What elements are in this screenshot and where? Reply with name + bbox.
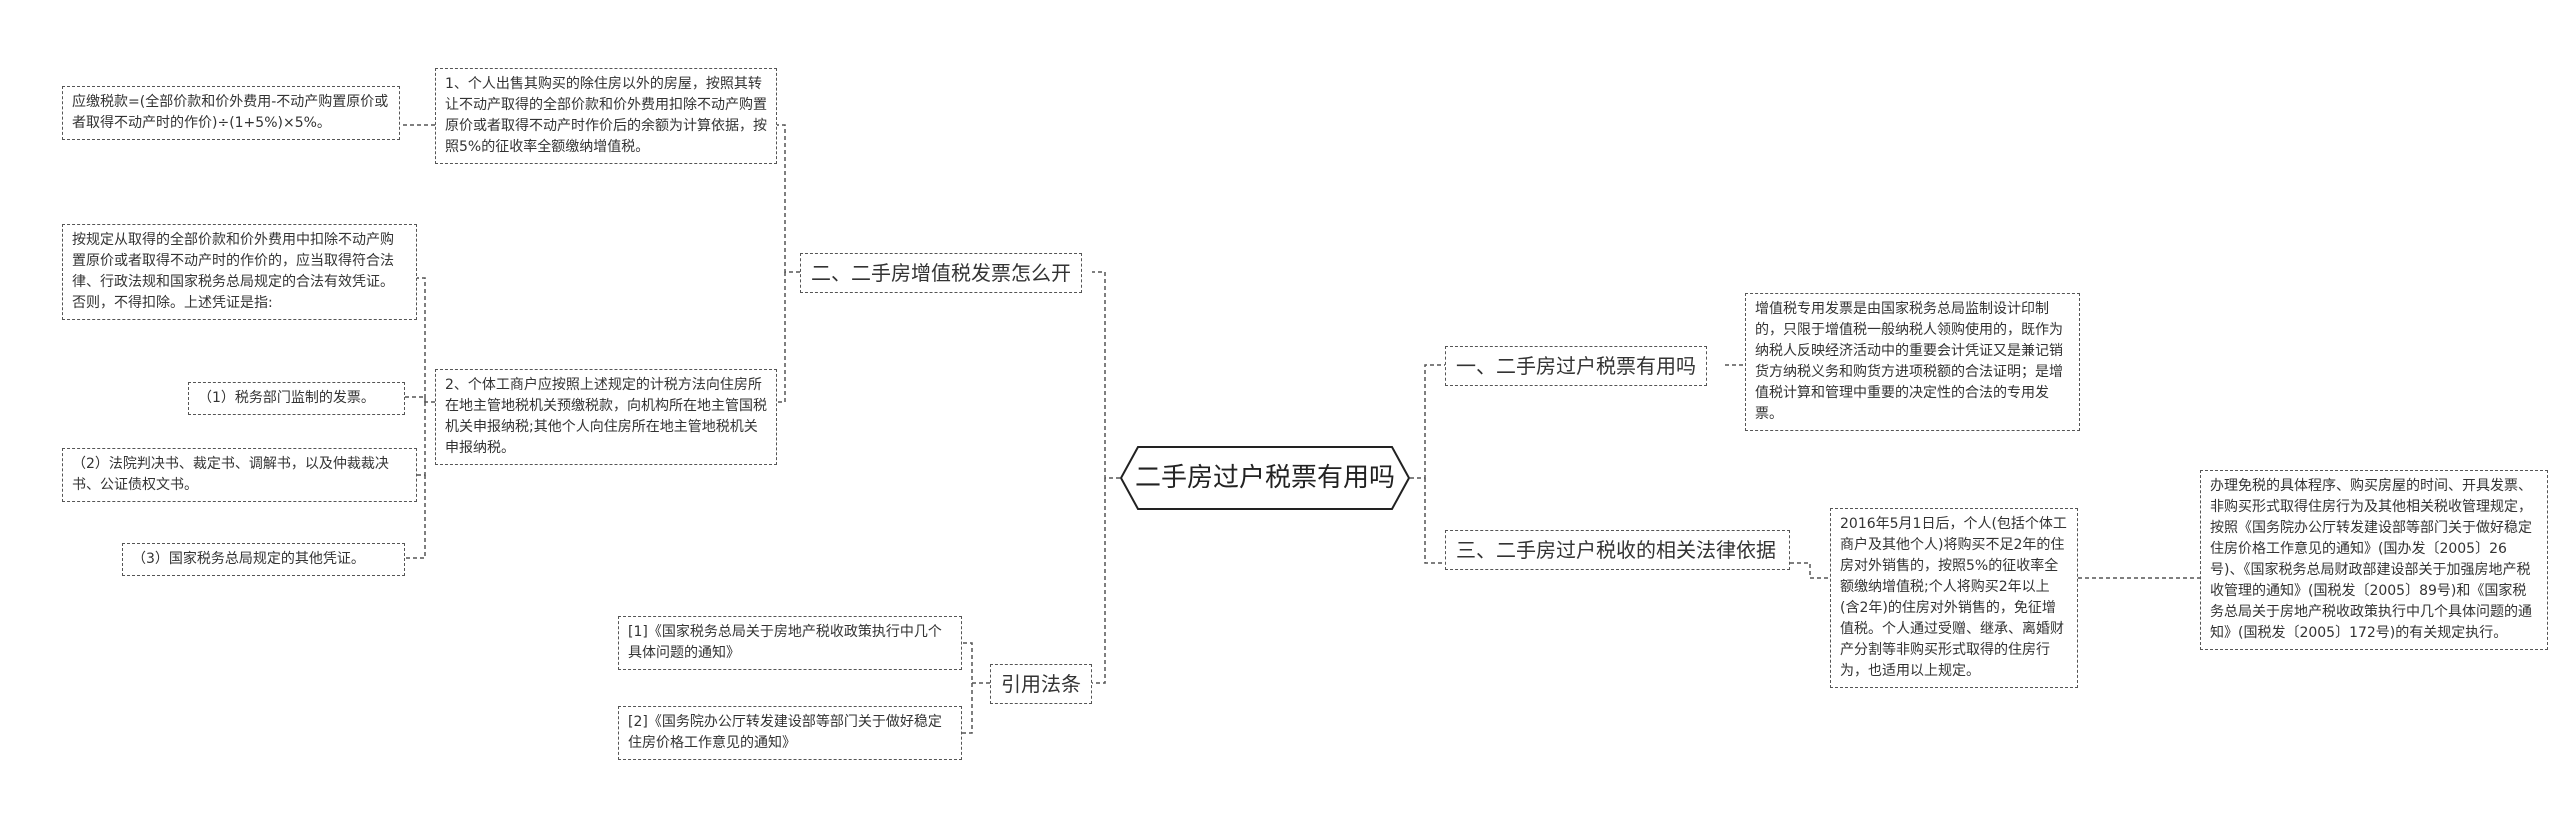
branch-b1[interactable]: 一、二手房过户税票有用吗 bbox=[1445, 346, 1707, 386]
link-b4-refs bbox=[962, 642, 990, 684]
ref-item-2[interactable]: [2]《国务院办公厅转发建设部等部门关于做好稳定住房价格工作意见的通知》 bbox=[618, 706, 962, 760]
link-b2-c2 bbox=[777, 272, 786, 403]
leaf-b2-item1: 1、个人出售其购买的除住房以外的房屋，按照其转让不动产取得的全部价款和价外费用扣… bbox=[435, 68, 777, 164]
leaf-b3-rule: 2016年5月1日后，个人(包括个体工商户及其他个人)将购买不足2年的住房对外销… bbox=[1830, 508, 2078, 688]
leaf-b2-item2-proof2: （2）法院判决书、裁定书、调解书，以及仲裁裁决书、公证债权文书。 bbox=[62, 448, 417, 502]
leaf-b2-item1-formula: 应缴税款=(全部价款和价外费用-不动产购置原价或者取得不动产时的作价)÷(1+5… bbox=[62, 86, 400, 140]
leaf-b3-procedure: 办理免税的具体程序、购买房屋的时间、开具发票、非购买形式取得住房行为及其他相关税… bbox=[2200, 470, 2548, 650]
root-node[interactable]: 二手房过户税票有用吗 bbox=[1120, 446, 1410, 510]
leaf-b2-item2-proof3: （3）国家税务总局规定的其他凭证。 bbox=[122, 543, 405, 576]
root-label: 二手房过户税票有用吗 bbox=[1134, 463, 1395, 493]
link-c2-leaves bbox=[417, 277, 435, 403]
link-root-b3 bbox=[1424, 478, 1445, 564]
link-b4-ref2 bbox=[962, 683, 973, 734]
link-c2-leafc bbox=[417, 402, 426, 476]
leaf-b1-definition: 增值税专用发票是由国家税务总局监制设计印制的，只限于增值税一般纳税人领购使用的，… bbox=[1745, 293, 2080, 431]
link-c2-leafb bbox=[405, 396, 426, 402]
branch-b4[interactable]: 引用法条 bbox=[990, 664, 1092, 704]
link-b2-c1 bbox=[777, 124, 800, 273]
leaf-b2-item2-rule: 按规定从取得的全部价款和价外费用中扣除不动产购置原价或者取得不动产时的作价的，应… bbox=[62, 224, 417, 320]
link-b3-leafa bbox=[1790, 562, 1830, 579]
branch-b3[interactable]: 三、二手房过户税收的相关法律依据 bbox=[1445, 530, 1790, 570]
link-root-b2 bbox=[1092, 271, 1120, 479]
leaf-b2-item2-proof1: （1）税务部门监制的发票。 bbox=[188, 382, 405, 415]
ref-item-1[interactable]: [1]《国家税务总局关于房地产税收政策执行中几个具体问题的通知》 bbox=[618, 616, 962, 670]
link-root-b4 bbox=[1092, 478, 1106, 684]
leaf-b2-item2: 2、个体工商户应按照上述规定的计税方法向住房所在地主管地税机关预缴税款，向机构所… bbox=[435, 369, 777, 465]
link-root-b1 bbox=[1410, 364, 1445, 479]
root-hexagon-shape bbox=[1120, 446, 1410, 510]
branch-b2[interactable]: 二、二手房增值税发票怎么开 bbox=[800, 253, 1082, 293]
